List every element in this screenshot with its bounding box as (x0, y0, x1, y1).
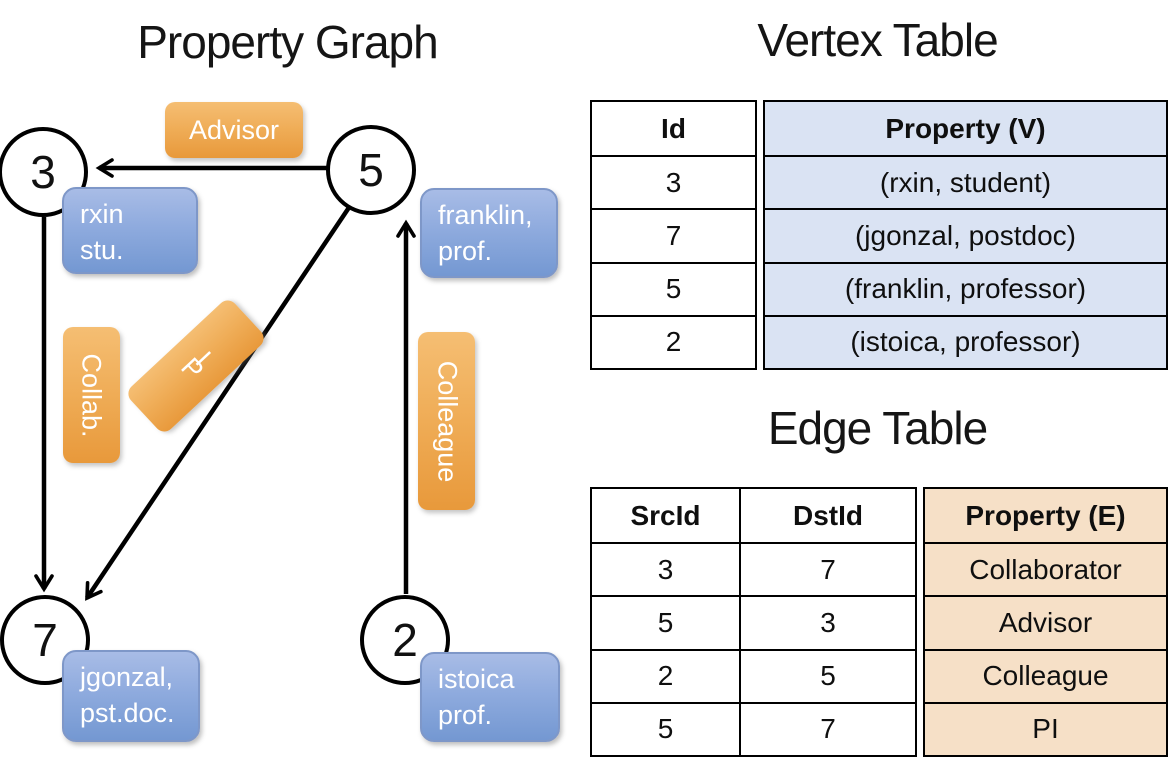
edge-table: SrcId DstId 3 7 5 3 2 5 5 7 Property (E) (590, 487, 1168, 757)
edge-table-property-cell: Advisor (925, 595, 1166, 648)
edge-table-header-dstid: DstId (739, 489, 915, 543)
edge-label-text: Colleague (432, 360, 462, 482)
edge-table-src-dst-columns: SrcId DstId 3 7 5 3 2 5 5 7 (590, 487, 917, 757)
vertex-table-header-id: Id (661, 112, 686, 144)
edge-label-text: Advisor (188, 114, 280, 145)
node-5-id: 5 (358, 144, 384, 196)
edge-table-property-cell: Colleague (925, 648, 1166, 702)
vertex-label-line: prof. (438, 236, 493, 266)
vertex-table-id-cell: 7 (592, 208, 755, 261)
vertex-table-property-cell: (istoica, professor) (765, 314, 1166, 368)
edge-table-title: Edge Table (767, 402, 988, 454)
vertex-label-line: istoica (438, 664, 515, 694)
edge-table-property-cell: Collaborator (925, 542, 1166, 595)
edge-label-text: PI (175, 345, 218, 387)
vertex-label-franklin: franklin, prof. (420, 188, 558, 278)
vertex-table: Id 3 7 5 2 Property (V) (rxin, student) … (590, 100, 1168, 370)
vertex-table-id-column: Id 3 7 5 2 (590, 100, 757, 370)
edge-table-dst-cell: 7 (739, 703, 915, 755)
node-3: 3 (0, 127, 88, 217)
vertex-table-property-cell: (jgonzal, postdoc) (765, 208, 1166, 261)
vertex-table-title: Vertex Table (757, 14, 998, 66)
vertex-table-id-cell: 5 (592, 261, 755, 315)
vertex-label-rxin: rxin stu. (62, 187, 198, 274)
edge-table-header-srcid: SrcId (630, 499, 701, 531)
node-3-id: 3 (30, 146, 56, 198)
vertex-table-header-property: Property (V) (885, 112, 1046, 144)
edge-table-property-cell: PI (925, 701, 1166, 755)
vertex-label-line: pst.doc. (80, 698, 175, 728)
edge-table-src-cell: 5 (657, 606, 674, 638)
vertex-label-line: franklin, (438, 200, 533, 230)
vertex-label-line: stu. (80, 235, 124, 265)
edge-label-text: Collab. (77, 352, 108, 438)
edge-label-collab: Collab. (63, 327, 120, 463)
edge-pi-5-to-7 (85, 201, 354, 601)
vertex-table-property-cell: (franklin, professor) (765, 261, 1166, 315)
node-5: 5 (326, 125, 416, 215)
vertex-label-jgonzal: jgonzal, pst.doc. (62, 650, 200, 742)
vertex-label-istoica: istoica prof. (420, 652, 560, 742)
node-7: 7 (0, 595, 90, 685)
vertex-label-line: prof. (438, 700, 493, 730)
edge-table-dst-cell: 3 (739, 597, 915, 649)
edge-label-colleague: Colleague (418, 332, 475, 510)
edge-table-header-property: Property (E) (965, 499, 1126, 531)
vertex-table-id-cell: 2 (592, 314, 755, 368)
edge-label-advisor: Advisor (165, 102, 303, 158)
edge-table-src-cell: 5 (657, 713, 674, 745)
vertex-table-property-column: Property (V) (rxin, student) (jgonzal, p… (763, 100, 1168, 370)
edge-table-property-column: Property (E) Collaborator Advisor Collea… (923, 487, 1168, 757)
node-7-id: 7 (32, 614, 58, 666)
edge-table-src-cell: 2 (657, 660, 674, 692)
vertex-label-line: rxin (80, 199, 124, 229)
vertex-table-id-cell: 3 (592, 155, 755, 208)
vertex-table-property-cell: (rxin, student) (765, 155, 1166, 208)
vertex-label-line: jgonzal, (80, 662, 174, 692)
property-graph-title: Property Graph (137, 16, 438, 68)
node-2-id: 2 (392, 614, 418, 666)
edge-table-dst-cell: 7 (739, 544, 915, 596)
edge-table-dst-cell: 5 (739, 650, 915, 702)
edge-table-src-cell: 3 (657, 553, 674, 585)
